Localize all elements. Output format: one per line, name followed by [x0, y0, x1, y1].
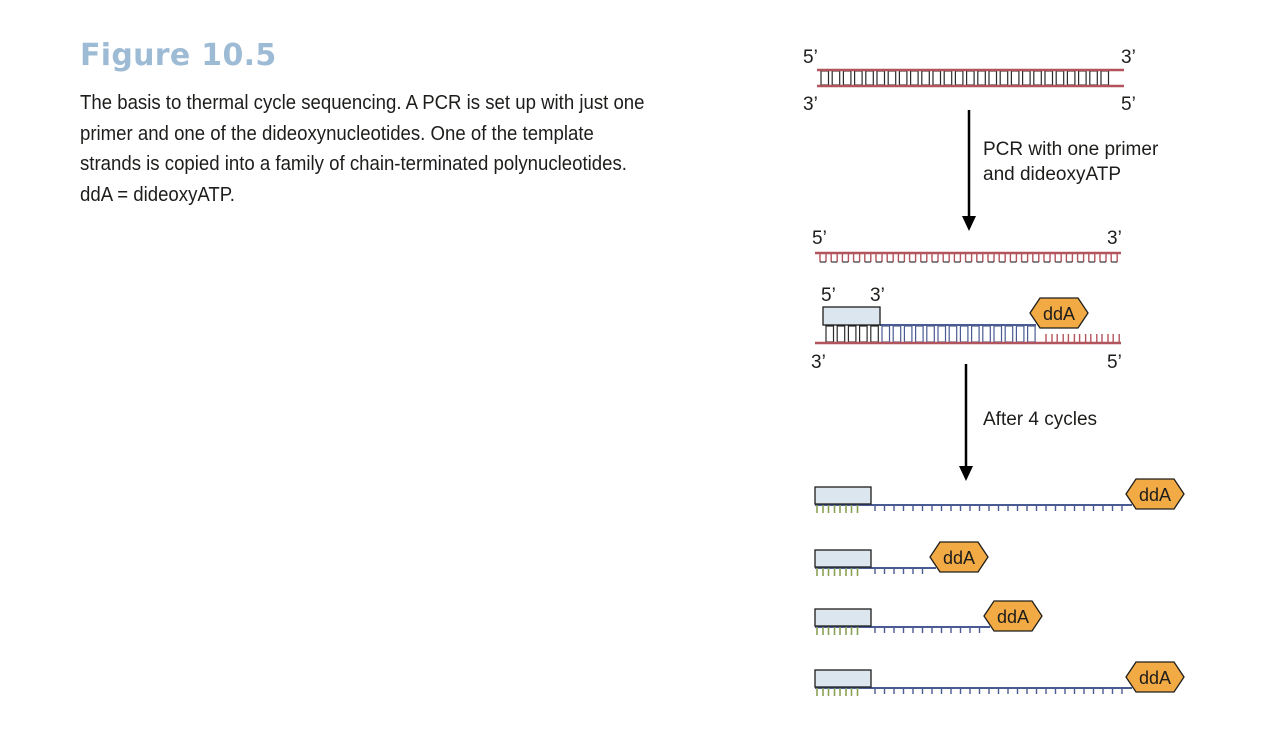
- product-strand: ddA: [814, 478, 1185, 513]
- product-primer: [814, 608, 872, 627]
- product-ddA-badge: ddA: [929, 541, 989, 573]
- primed-5prime-label: 5’: [1107, 352, 1122, 373]
- product-ddA-label: ddA: [1139, 485, 1171, 505]
- ddA-label: ddA: [1043, 304, 1075, 324]
- base-pairs: [820, 70, 1110, 86]
- product-primer: [814, 549, 872, 568]
- cycles-arrow: [959, 364, 973, 481]
- product-strand: ddA: [814, 600, 1043, 635]
- pcr-step-arrow: [962, 110, 976, 231]
- product-strand: ddA: [814, 661, 1185, 696]
- product-ddA-badge: ddA: [1125, 478, 1185, 510]
- cycles-label: After 4 cycles: [983, 409, 1097, 430]
- product-primer: [814, 669, 872, 688]
- figure-title: Figure 10.5: [80, 38, 277, 73]
- pcr-step-label-line1: PCR with one primer: [983, 139, 1159, 160]
- ddA-badge: ddA: [1029, 297, 1089, 329]
- product-ddA-badge: ddA: [1125, 661, 1185, 693]
- bottom-right-5prime-label: 5’: [1121, 94, 1136, 115]
- figure-caption: The basis to thermal cycle sequencing. A…: [80, 92, 645, 206]
- primer-3prime-label: 3’: [870, 285, 885, 306]
- product-strand: ddA: [814, 541, 989, 576]
- primed-3prime-label: 3’: [811, 352, 826, 373]
- primer: [822, 306, 881, 326]
- template-3prime-label: 3’: [1107, 228, 1122, 249]
- primer-5prime-label: 5’: [821, 285, 836, 306]
- primed-template: ddA 5’ 3’ 3’ 5’: [811, 285, 1122, 373]
- product-primer: [814, 486, 872, 505]
- top-left-5prime-label: 5’: [803, 47, 818, 68]
- chain-terminated-products: ddA ddA ddA ddA: [814, 478, 1185, 696]
- product-ddA-label: ddA: [1139, 668, 1171, 688]
- template-5prime-label: 5’: [812, 228, 827, 249]
- pcr-step-label-line2: and dideoxyATP: [983, 164, 1121, 185]
- top-right-3prime-label: 3’: [1121, 47, 1136, 68]
- product-ddA-label: ddA: [997, 607, 1029, 627]
- product-ddA-label: ddA: [943, 548, 975, 568]
- product-ddA-badge: ddA: [983, 600, 1043, 632]
- bottom-left-3prime-label: 3’: [803, 94, 818, 115]
- template-strand: 5’ 3’: [812, 228, 1122, 263]
- double-strand-dna: 5’ 3’ 3’ 5’: [803, 47, 1136, 115]
